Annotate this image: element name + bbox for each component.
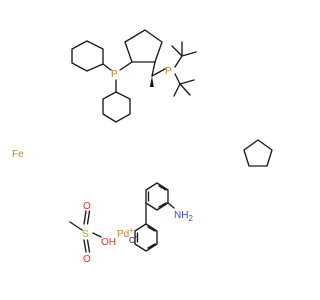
hydroxyl-group: OH	[101, 237, 116, 248]
palladium-atom: Pd+	[117, 226, 134, 240]
di-tert-butylphosphino-group: P	[149, 41, 197, 97]
cyclopentane-ring	[124, 29, 163, 63]
cyclohexyl-ring-left	[71, 40, 104, 72]
stereo-wedge-bond	[149, 76, 154, 87]
sulfur-atom: S	[82, 229, 89, 240]
aniline-ring	[145, 182, 169, 211]
amine-nh2: NH2	[174, 210, 193, 223]
dicyclohexylphosphino-group: P	[71, 40, 133, 123]
iron-atom: Fe	[12, 149, 24, 160]
methanesulfonic-acid-group: S O O OH	[69, 201, 116, 265]
aminobiphenyl-group: NH2 C-	[129, 182, 193, 252]
oxygen-atom-top: O	[83, 201, 91, 212]
palladated-phenyl-ring	[134, 223, 158, 252]
oxygen-atom-bottom: O	[83, 254, 91, 265]
phosphorus-atom-2: P	[165, 66, 172, 77]
cyclopentane-ring-free	[243, 139, 273, 167]
carbanion-atom: C-	[129, 232, 138, 245]
chemical-structure-diagram: P P Fe NH2 C- Pd+	[12, 29, 273, 265]
cyclohexyl-ring-bottom	[102, 91, 131, 123]
phosphorus-atom-1: P	[111, 69, 118, 80]
